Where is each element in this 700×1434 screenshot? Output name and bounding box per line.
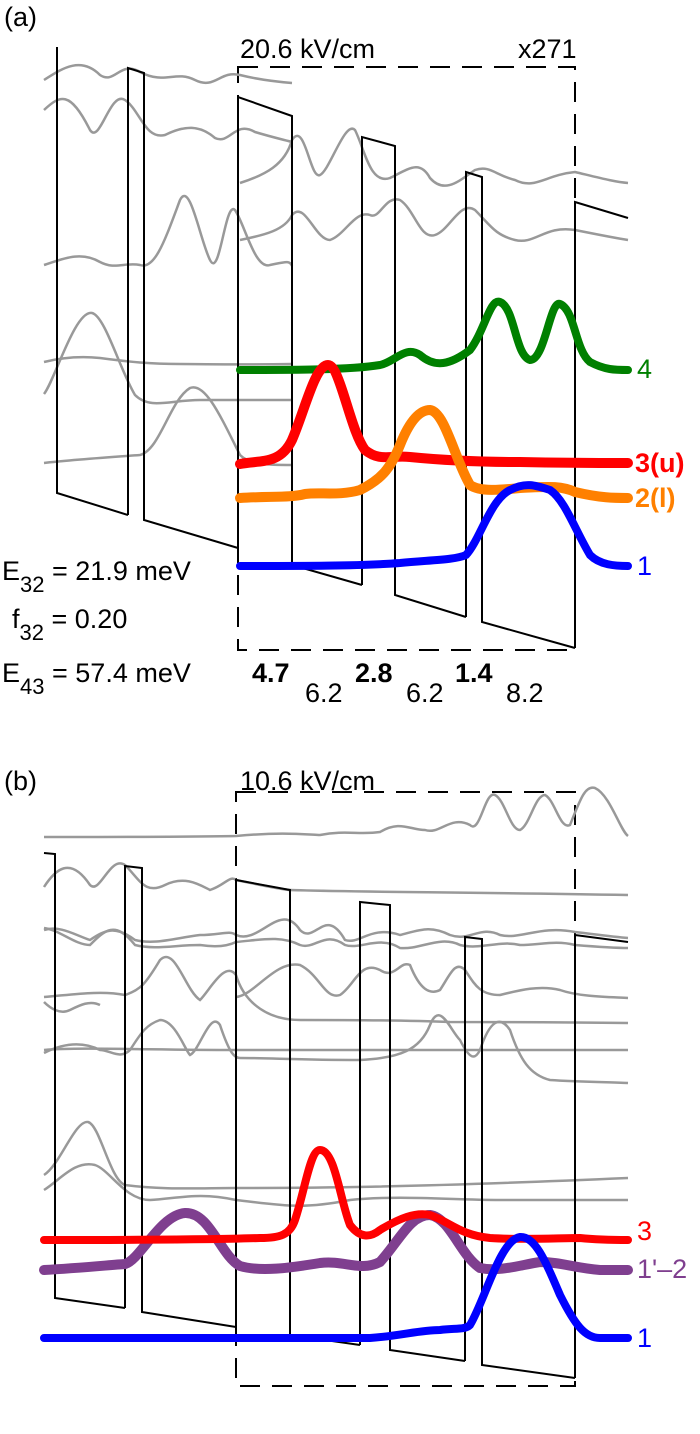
- layer-thickness-barrier-2: 2.8: [355, 658, 393, 688]
- panel-b-level-label-3: 3: [637, 1216, 653, 1246]
- panel-a-conduction-band: [56, 47, 629, 649]
- panel-a-level-4: [236, 297, 632, 374]
- panel-b-label: (b): [4, 766, 37, 796]
- panel-a-gray-wavefunctions: [42, 63, 629, 467]
- param-e32-subscript: 32: [20, 572, 45, 597]
- panel-b-field-strength: 10.6 kV/cm: [240, 766, 376, 796]
- panel-a-level-label-4: 4: [637, 354, 653, 384]
- panel-b-level-label-1prime-2: 1'–2: [637, 1254, 688, 1284]
- panel-a-level-label-2l: 2(l): [635, 483, 676, 513]
- param-e32-value: = 21.9 meV: [52, 556, 191, 586]
- param-f32-value: = 0.20: [51, 604, 128, 634]
- layer-thickness-well-1: 6.2: [305, 678, 343, 708]
- panel-b-level-1: [40, 1233, 632, 1343]
- panel-a-field-strength: 20.6 kV/cm: [240, 34, 376, 64]
- panel-a-level-label-3u: 3(u): [635, 448, 685, 478]
- param-e43-subscript: 43: [20, 674, 45, 699]
- panel-a-label: (a): [4, 2, 37, 32]
- panel-b-level-label-1: 1: [637, 1323, 653, 1353]
- param-e43-symbol: E: [2, 658, 21, 688]
- param-e43-value: = 57.4 meV: [52, 658, 191, 688]
- param-e32-symbol: E: [2, 556, 21, 586]
- param-e43: E43 = 57.4 meV: [2, 658, 191, 698]
- layer-thickness-well-2: 6.2: [406, 678, 444, 708]
- layer-thickness-barrier-3: 1.4: [455, 658, 493, 688]
- param-f32: f32 = 0.20: [12, 604, 128, 644]
- param-f32-symbol: f: [12, 604, 20, 634]
- panel-a-level-1: [236, 481, 632, 570]
- panel-a-level-3u: [235, 359, 633, 469]
- param-e32: E32 = 21.9 meV: [2, 556, 191, 596]
- panel-a-level-2l: [235, 404, 633, 503]
- panel-b-gray-wavefunctions: [42, 786, 629, 1207]
- panel-a-level-label-1: 1: [637, 551, 653, 581]
- layer-thickness-well-3: 8.2: [506, 678, 544, 708]
- param-f32-subscript: 32: [19, 620, 44, 645]
- panel-b-dashed-box: [235, 791, 576, 1387]
- layer-thickness-barrier-1: 4.7: [252, 658, 290, 688]
- panel-a-scale-factor: x271: [518, 34, 577, 64]
